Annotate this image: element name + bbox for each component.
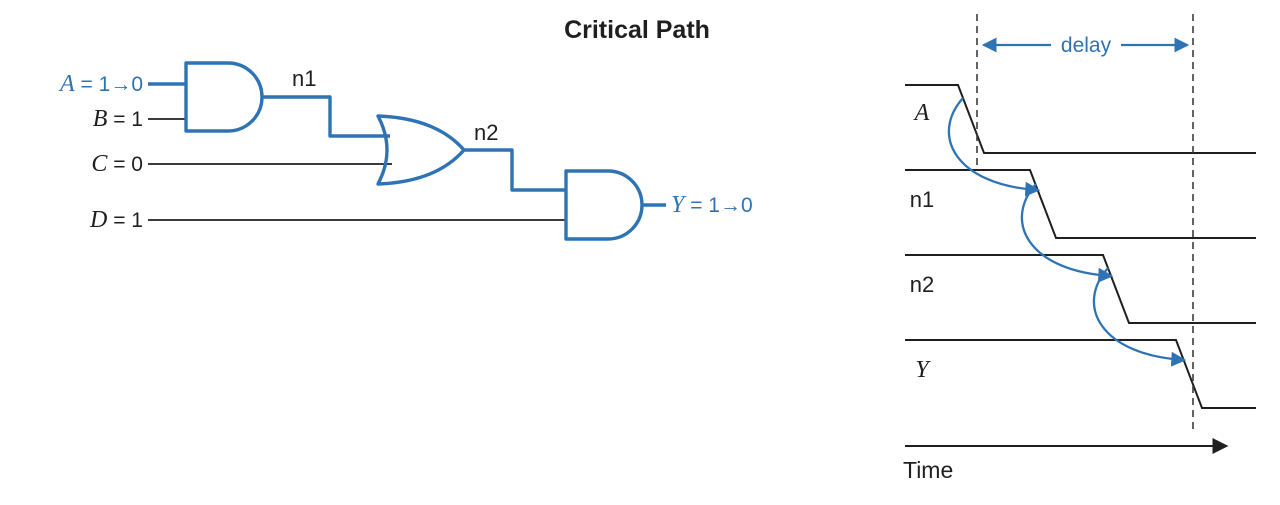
input-c-value: = 0 [107, 153, 143, 176]
input-d-name: D [89, 207, 107, 233]
waveform-n2 [905, 254, 1256, 324]
delay-boundaries [976, 14, 1194, 432]
and2-gate [564, 169, 644, 241]
figure-title: Critical Path [564, 16, 710, 44]
net-n1-label: n1 [292, 66, 316, 91]
cause-arrow-n1-to-n2-icon [1020, 183, 1114, 283]
output-y-value: = 1→0 [684, 194, 752, 217]
input-a-name: A [58, 71, 75, 97]
input-a-label: A = 1→0 [58, 71, 143, 97]
circuit-plain-wires [148, 118, 566, 221]
waveform-n1 [905, 169, 1256, 239]
time-axis-label: Time [903, 457, 953, 483]
output-y-label: Y = 1→0 [671, 192, 753, 218]
waveform-a [905, 84, 1256, 154]
net-n2-label: n2 [474, 120, 498, 145]
or-gate [376, 114, 466, 186]
circuit-labels-blue: A = 1→0 Y = 1→0 [58, 71, 753, 218]
waveform-y [905, 339, 1256, 409]
input-c-label: C = 0 [91, 151, 143, 177]
signal-label-a: A [913, 100, 930, 126]
input-d-value: = 1 [107, 209, 143, 232]
circuit-diagram: B = 1 C = 0 D = 1 n1 n2 A = 1→0 Y = 1→0 [58, 61, 753, 241]
critical-path-strokes [148, 61, 666, 241]
timing-labels: A n1 n2 Y Time [903, 100, 953, 483]
input-d-label: D = 1 [89, 207, 143, 233]
waveforms [905, 84, 1256, 409]
wire-n1 [262, 95, 390, 138]
cause-arrow-n2-to-y-icon [1092, 267, 1187, 367]
annotation-arrows [947, 37, 1190, 367]
input-c-name: C [91, 151, 108, 177]
input-a-value: = 1→0 [75, 73, 143, 96]
wire-n2 [464, 148, 566, 192]
output-y-name: Y [671, 192, 687, 218]
signal-label-n2: n2 [910, 272, 934, 297]
input-b-name: B [93, 106, 108, 132]
circuit-labels-dark: B = 1 C = 0 D = 1 n1 n2 [89, 66, 498, 233]
signal-label-n1: n1 [910, 187, 934, 212]
delay-label: delay [1061, 34, 1112, 57]
signal-label-y: Y [915, 357, 931, 383]
input-b-value: = 1 [107, 108, 143, 131]
cause-arrow-a-to-n1-icon [947, 97, 1041, 197]
and1-gate [184, 61, 264, 133]
input-b-label: B = 1 [93, 106, 143, 132]
timing-diagram: A n1 n2 Y Time delay [903, 14, 1256, 483]
